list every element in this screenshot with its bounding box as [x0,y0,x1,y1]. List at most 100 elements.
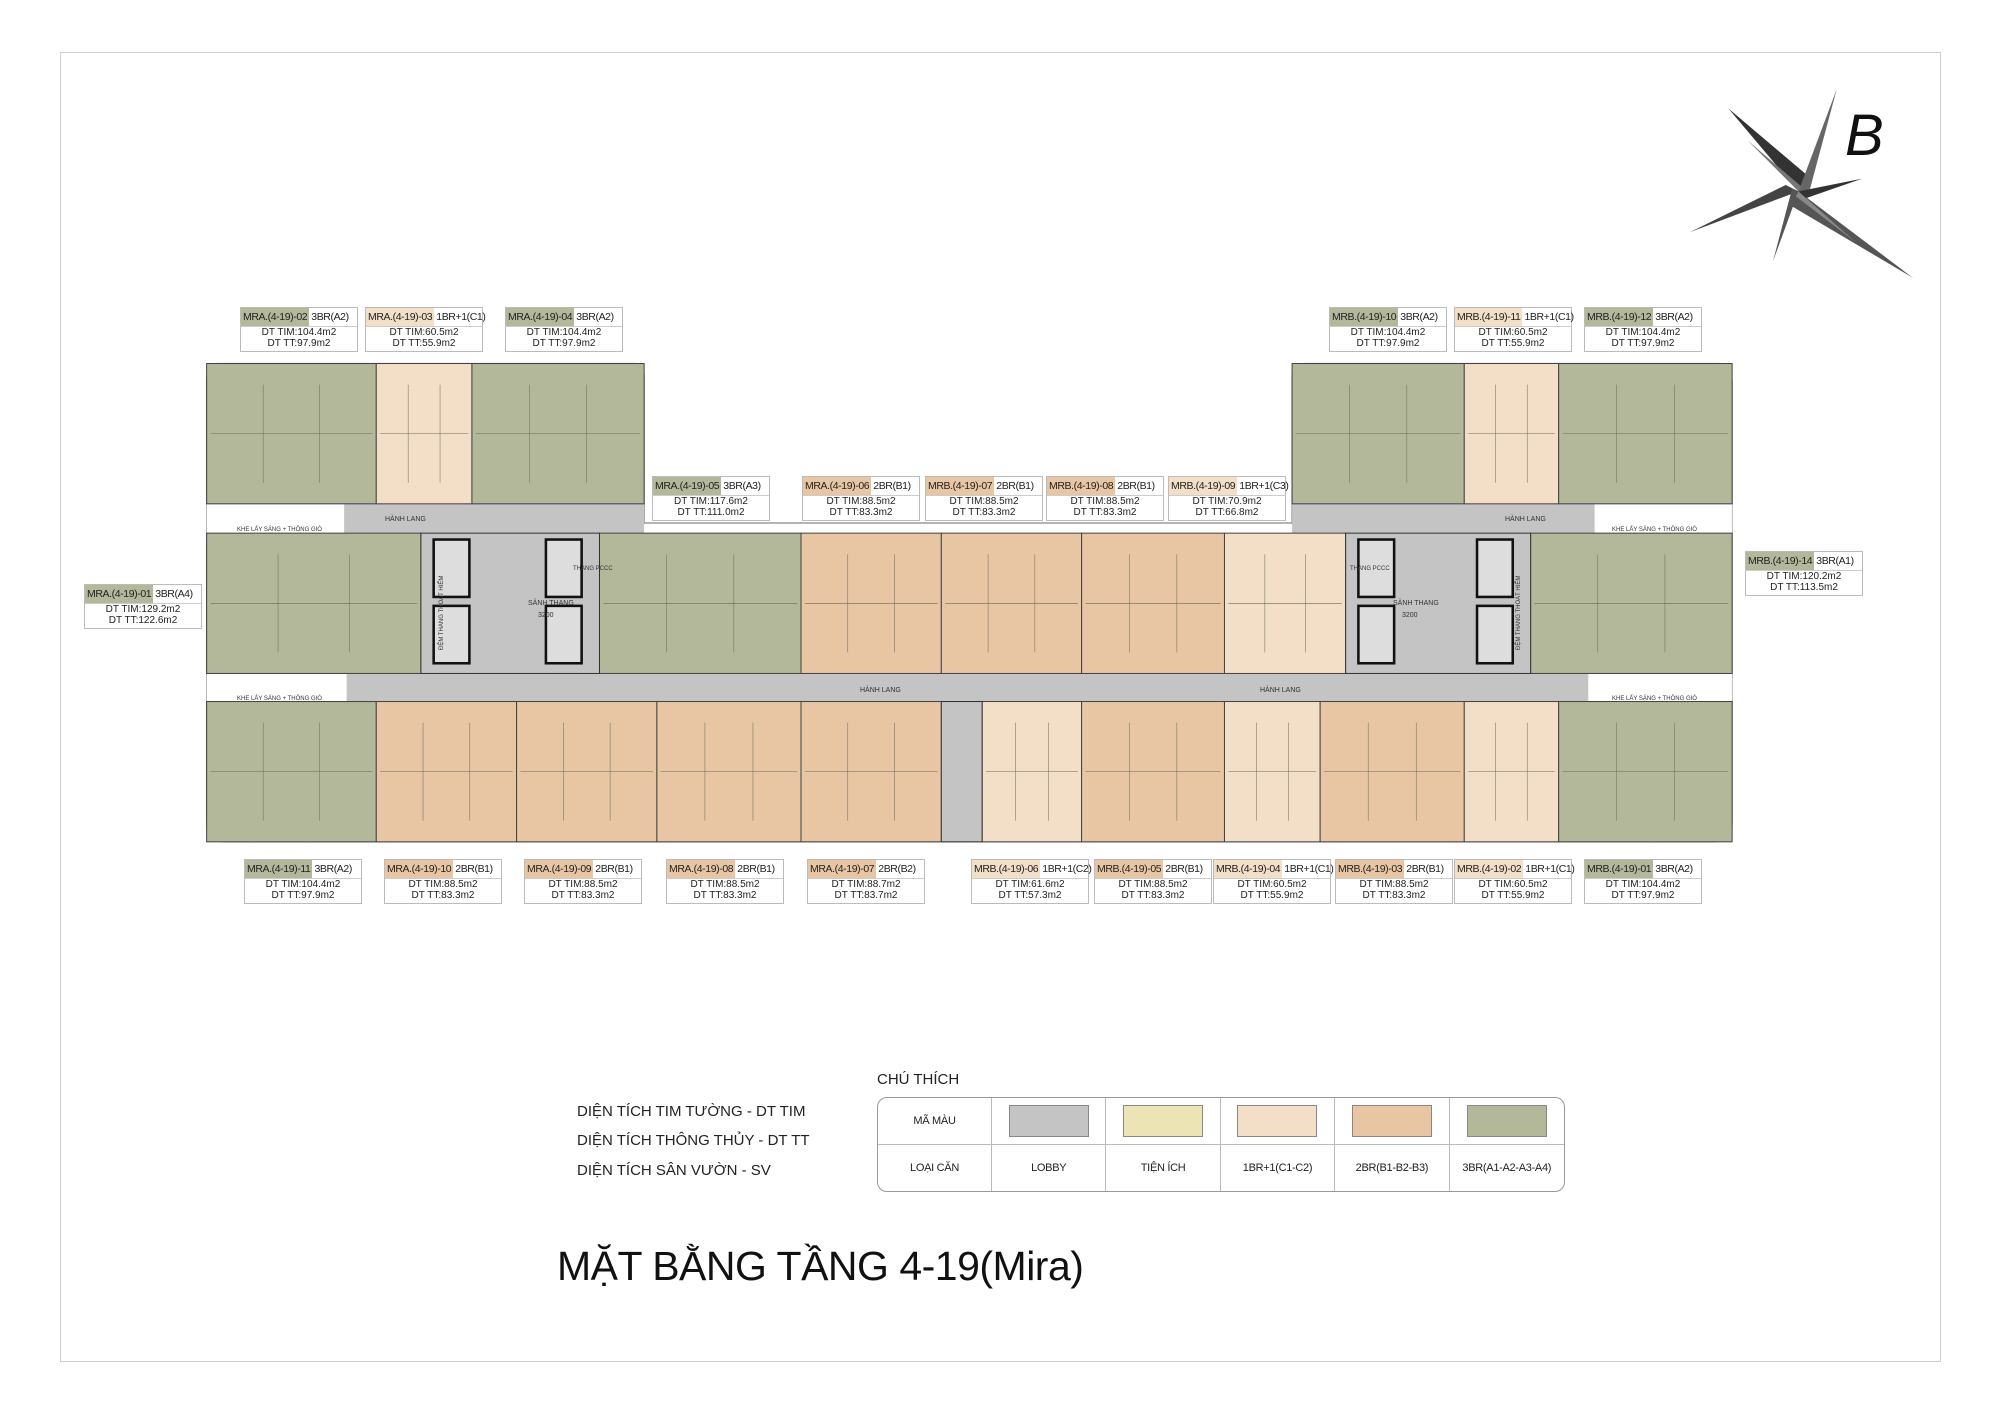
escape-stair-label: ĐỆM THANG THOÁT HIỂM [437,576,445,650]
drawing-frame [60,52,1941,1362]
unit-code: MRA.(4-19)-07 [808,860,877,878]
page-title: MẶT BẰNG TẦNG 4-19(Mira) [557,1243,1084,1289]
corridor-label: HÀNH LANG [385,514,426,523]
lift-core [940,701,983,843]
unit-code: MRB.(4-19)-02 [1455,860,1524,878]
compass-letter: B [1845,103,1884,168]
unit-area-tim: DT TIM:88.5m2 [1070,496,1140,507]
unit-area-tt: DT TT:55.9m2 [392,338,456,349]
unit-type: 2BR(B1) [996,480,1034,492]
unit-code: MRA.(4-19)-08 [667,860,736,878]
unit-area-tt: DT TT:66.8m2 [1195,507,1259,518]
legend-label-lobby: LOBBY [992,1144,1107,1191]
legend-swatch-amenity [1123,1104,1204,1137]
legend-label-1br: 1BR+1(C1-C2) [1221,1144,1336,1191]
unit-area-tt: DT TT:122.6m2 [108,615,178,626]
unit-code: MRB.(4-19)-01 [1585,860,1654,878]
unit-type: 2BR(B1) [595,863,633,875]
corridor-label: HÀNH LANG [1260,685,1301,694]
unit-type: 2BR(B1) [1165,863,1203,875]
unit-area-tim: DT TIM:104.4m2 [1605,327,1681,338]
unit-area-tt: DT TT:97.9m2 [1611,890,1675,901]
unit-area-tt: DT TT:83.3m2 [829,507,893,518]
unit-area-tim: DT TIM:60.5m2 [1478,327,1548,338]
unit-area-tim: DT TIM:104.4m2 [261,327,337,338]
legend-table: MÃ MÀU LOẠI CĂN LOBBY TIỆN ÍCH 1BR+1(C1-… [877,1097,1565,1192]
unit-code: MRB.(4-19)-05 [1095,860,1164,878]
elevator-shaft [432,538,471,599]
light-well-label: KHE LẤY SÁNG + THÔNG GIÓ [1612,695,1697,702]
unit-area-tim: DT TIM:60.5m2 [389,327,459,338]
elevator-lobby-label: SẢNH THANG [528,598,574,607]
unit-code: MRA.(4-19)-01 [85,585,154,603]
unit-type: 2BR(B1) [455,863,493,875]
unit-type: 1BR+1(C2) [1042,863,1092,875]
unit-type: 1BR+1(C1) [1524,311,1574,323]
unit-type: 1BR+1(C1) [1284,863,1334,875]
legend-row-color-label: MÃ MÀU [878,1098,992,1145]
unit-type: 2BR(B1) [1406,863,1444,875]
unit-code: MRB.(4-19)-06 [972,860,1041,878]
unit-area-tt: DT TT:83.3m2 [693,890,757,901]
legend-label-amenity: TIỆN ÍCH [1106,1144,1221,1191]
escape-stair-label: ĐỆM THANG THOÁT HIỂM [1514,576,1522,650]
unit-code: MRB.(4-19)-04 [1214,860,1283,878]
unit-area-tt: DT TT:83.3m2 [1121,890,1185,901]
elevator-shaft [1475,604,1515,665]
elevator-shaft [1357,604,1396,665]
unit-area-tim: DT TIM:88.5m2 [826,496,896,507]
legend-swatch-2br [1351,1104,1432,1137]
light-well-label: KHE LẤY SÁNG + THÔNG GIÓ [237,526,322,533]
unit-area-tt: DT TT:97.9m2 [267,338,331,349]
unit-type: 1BR+1(C3) [1239,480,1289,492]
unit-type: 1BR+1(C1) [1525,863,1575,875]
unit-area-tim: DT TIM:70.9m2 [1192,496,1262,507]
light-well [1587,673,1733,702]
unit-area-tim: DT TIM:61.6m2 [995,879,1065,890]
elevator-shaft [544,604,583,665]
unit-type: 1BR+1(C1) [436,311,486,323]
unit-area-tim: DT TIM:60.5m2 [1237,879,1307,890]
unit-area-tim: DT TIM:88.7m2 [831,879,901,890]
unit-area-tt: DT TT:55.9m2 [1481,338,1545,349]
unit-area-tim: DT TIM:129.2m2 [105,604,181,615]
unit-type: 3BR(A2) [1655,311,1693,323]
unit-code: MRA.(4-19)-04 [506,308,575,326]
unit-area-tt: DT TT:83.3m2 [952,507,1016,518]
unit-type: 2BR(B1) [873,480,911,492]
unit-code: MRA.(4-19)-03 [366,308,435,326]
legend-swatch-1br [1237,1104,1318,1137]
corridor-label: HÀNH LANG [1505,514,1546,523]
unit-type: 3BR(A2) [1400,311,1438,323]
unit-type: 3BR(A3) [723,480,761,492]
unit-type: 3BR(A2) [311,311,349,323]
unit-area-tim: DT TIM:88.5m2 [949,496,1019,507]
lobby-width-label: 3200 [538,612,554,619]
unit-type: 2BR(B2) [878,863,916,875]
abbreviation-sv: DIỆN TÍCH SÂN VƯỜN - SV [577,1162,771,1179]
compass-icon [1690,89,1914,279]
elevator-shaft [544,538,583,599]
corridor [206,673,1733,702]
unit-code: MRB.(4-19)-03 [1336,860,1405,878]
unit-code: MRB.(4-19)-10 [1330,308,1399,326]
unit-type: 3BR(A4) [155,588,193,600]
unit-area-tt: DT TT:83.3m2 [411,890,475,901]
unit-type: 3BR(A2) [314,863,352,875]
unit-area-tim: DT TIM:88.5m2 [408,879,478,890]
unit-area-tim: DT TIM:88.5m2 [690,879,760,890]
unit-code: MRB.(4-19)-07 [926,477,995,495]
